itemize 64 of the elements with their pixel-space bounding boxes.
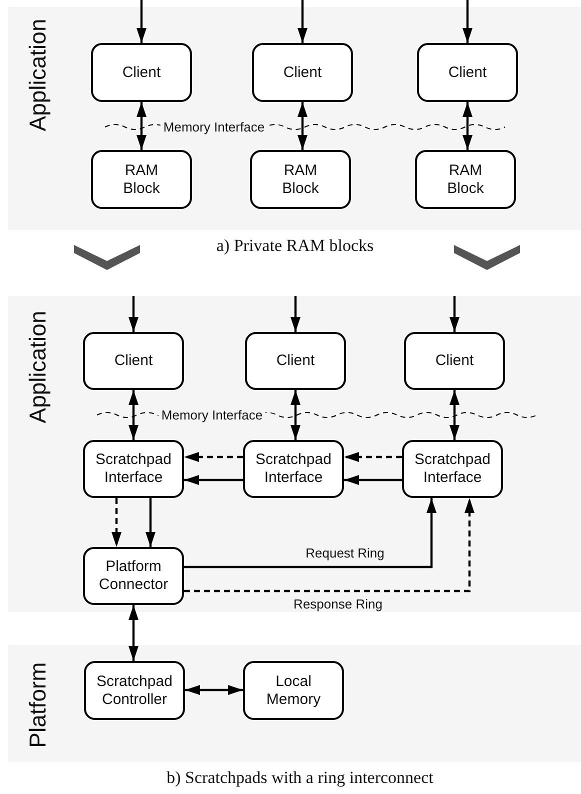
component-box <box>83 332 184 390</box>
box-label: Local Memory <box>265 672 322 708</box>
arrow <box>344 475 402 485</box>
arrow <box>290 296 300 332</box>
component-box <box>83 547 184 605</box>
component-box <box>402 440 503 498</box>
layer-band <box>8 645 581 762</box>
layer-label: Application <box>24 310 52 424</box>
box-label: Client <box>122 64 161 82</box>
arrow <box>128 296 138 332</box>
component-box <box>91 43 192 102</box>
component-box <box>250 150 351 209</box>
arrow <box>185 685 243 695</box>
box-label: RAM Block <box>446 162 485 198</box>
arrow <box>184 498 436 568</box>
arrow <box>450 390 460 440</box>
arrow <box>184 452 243 462</box>
component-box <box>252 43 353 102</box>
layer-label: Platform <box>24 662 52 748</box>
arrow <box>450 296 460 332</box>
arrow <box>184 475 243 485</box>
box-label: RAM Block <box>281 162 320 198</box>
box-label: Client <box>435 352 474 370</box>
component-box <box>84 661 185 720</box>
component-box <box>83 440 184 498</box>
box-label: Platform Connector <box>98 558 170 594</box>
arrow <box>462 102 472 150</box>
arrow <box>298 102 308 150</box>
arrow <box>136 0 146 43</box>
box-label: Client <box>448 64 487 82</box>
box-label: Scratchpad Interface <box>414 451 492 487</box>
arrow <box>344 452 402 462</box>
component-box <box>404 332 505 390</box>
arrow <box>146 498 156 547</box>
box-label: Scratchpad Interface <box>94 451 172 487</box>
box-label: Client <box>283 64 322 82</box>
layer-band <box>8 296 581 612</box>
component-box <box>417 43 518 102</box>
component-box <box>245 332 346 390</box>
figure-caption: b) Scratchpads with a ring interconnect <box>166 768 434 788</box>
component-box <box>91 150 192 209</box>
arrow <box>112 498 122 547</box>
interface-label: Memory Interface <box>158 408 266 422</box>
arrow <box>184 498 474 592</box>
component-box <box>243 661 344 720</box>
layer-label: Application <box>24 18 52 132</box>
component-box <box>243 440 344 498</box>
figure-caption: a) Private RAM blocks <box>216 236 374 256</box>
box-label: Client <box>276 352 315 370</box>
box-label: Scratchpad Controller <box>96 672 174 708</box>
box-label: Client <box>114 352 153 370</box>
arrow <box>128 390 138 440</box>
arrow <box>298 0 308 43</box>
box-label: RAM Block <box>122 162 161 198</box>
component-box <box>415 150 516 209</box>
arrow <box>290 390 300 440</box>
arrow <box>128 605 138 661</box>
edge-label: Response Ring <box>292 596 384 612</box>
interface-label: Memory Interface <box>160 120 268 134</box>
arrow <box>462 0 472 43</box>
arrow <box>136 102 146 150</box>
layer-band <box>8 7 581 230</box>
box-label: Scratchpad Interface <box>254 451 332 487</box>
edge-label: Request Ring <box>304 546 386 560</box>
